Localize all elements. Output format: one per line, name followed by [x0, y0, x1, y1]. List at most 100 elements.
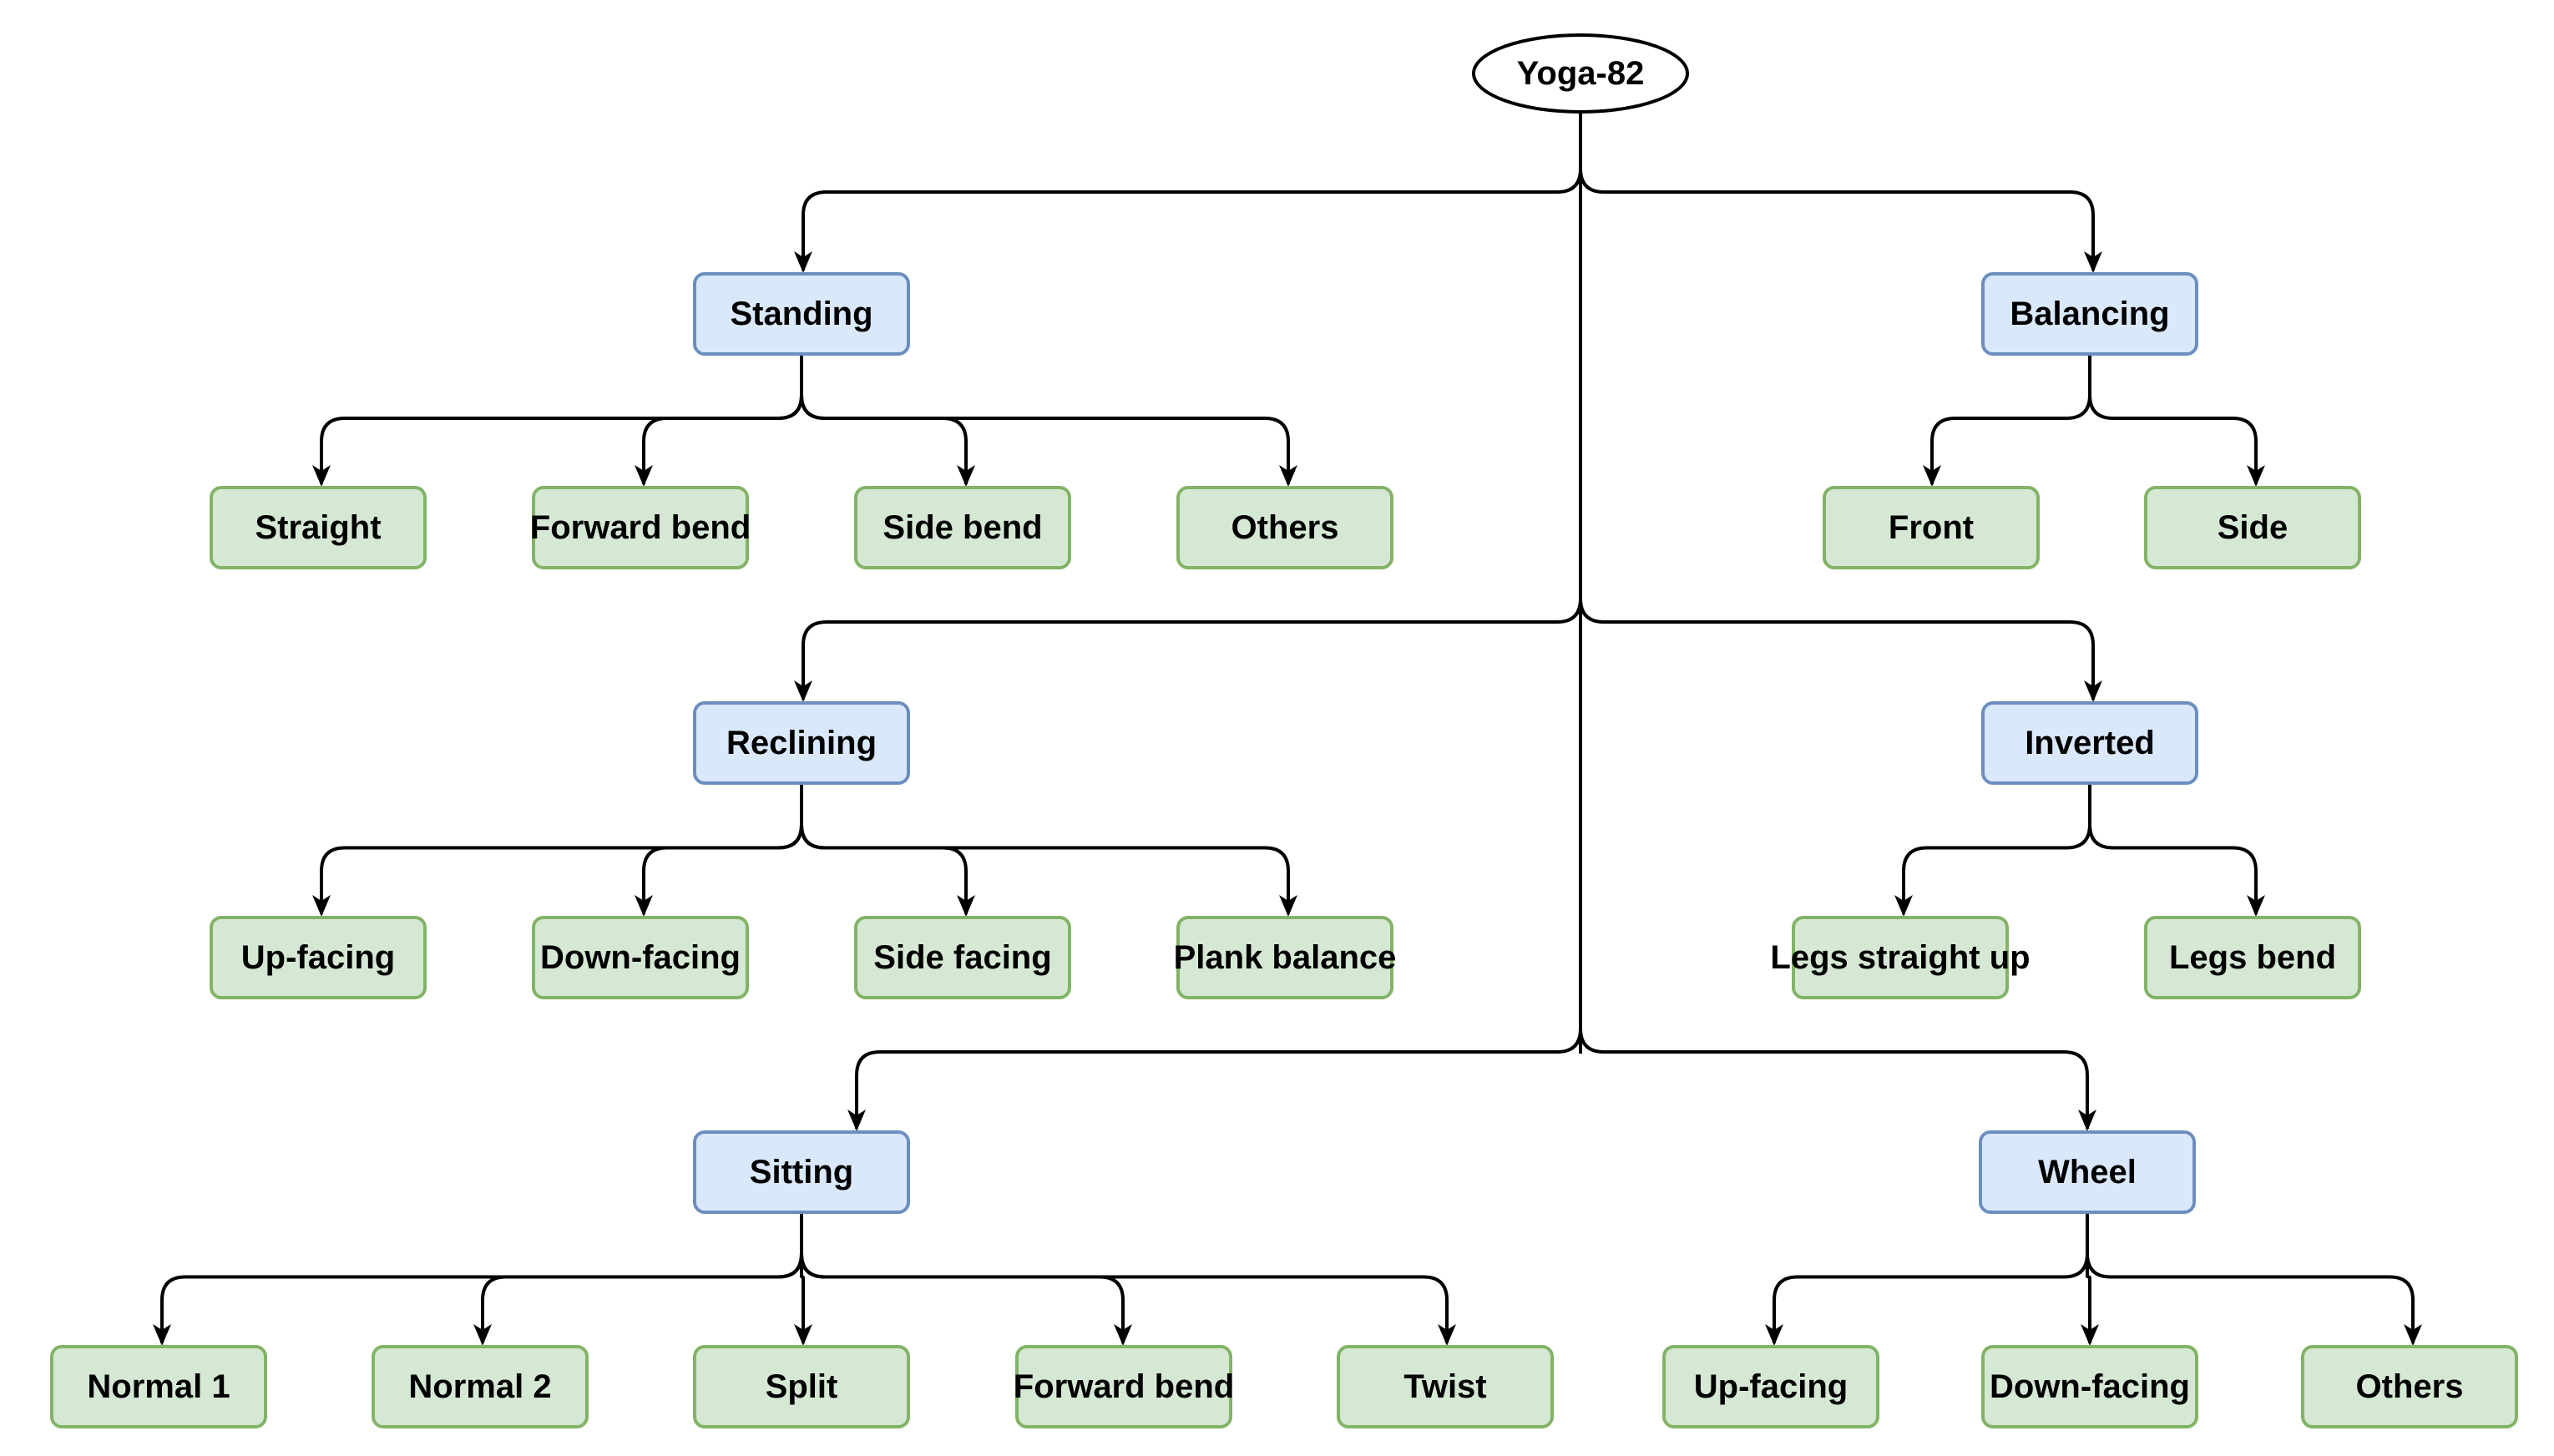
category-node-sitting-box — [693, 1130, 910, 1214]
leaf-node-standing-0-box — [210, 486, 427, 569]
arrow-wheel-to-leaf-0 — [1765, 1324, 1783, 1346]
root-node-yoga82: Yoga-82 — [1472, 33, 1689, 114]
arrow-sitting-to-leaf-0 — [153, 1324, 171, 1346]
category-node-inverted-box — [1981, 701, 2198, 785]
leaf-node-wheel-0-box — [1662, 1345, 1879, 1428]
leaf-node-inverted-1: Legs bend — [2144, 916, 2361, 999]
arrow-standing-to-leaf-1 — [635, 465, 653, 487]
leaf-node-standing-3-label: Others — [1231, 509, 1339, 546]
edge-balancing-to-leaf-0 — [1930, 354, 2091, 484]
leaf-node-standing-2-label: Side bend — [883, 509, 1042, 546]
category-node-balancing: Balancing — [1981, 272, 2198, 356]
leaf-node-sitting-4: Twist — [1337, 1345, 1554, 1428]
edges-layer — [153, 112, 2422, 1346]
edge-balancing-to-leaf-1 — [2088, 354, 2258, 484]
edge-standing-to-leaf-3 — [800, 354, 1290, 484]
edge-wheel-to-leaf-1 — [2086, 1212, 2091, 1343]
leaf-node-reclining-1-label: Down-facing — [540, 939, 741, 976]
leaf-node-standing-1-box — [532, 486, 749, 569]
arrow-reclining-to-leaf-1 — [635, 895, 653, 917]
edge-root-to-wheel — [1579, 1019, 2089, 1129]
edge-inverted-to-leaf-1 — [2088, 783, 2258, 914]
leaf-node-balancing-1: Side — [2144, 486, 2361, 569]
leaf-node-reclining-2: Side facing — [854, 916, 1071, 999]
leaf-node-sitting-1-label: Normal 2 — [408, 1368, 551, 1405]
category-node-wheel-label: Wheel — [2038, 1154, 2137, 1191]
leaf-node-reclining-3: Plank balance — [1174, 916, 1396, 999]
edge-root-to-reclining — [802, 589, 1582, 700]
leaf-node-wheel-1-label: Down-facing — [1990, 1368, 2190, 1405]
edge-reclining-to-leaf-3 — [800, 783, 1290, 914]
leaf-node-reclining-1: Down-facing — [532, 916, 749, 999]
arrow-standing-to-leaf-2 — [957, 465, 975, 487]
leaf-node-standing-1: Forward bend — [530, 486, 751, 569]
edge-reclining-to-leaf-1 — [642, 783, 803, 914]
edge-sitting-to-leaf-2 — [800, 1212, 805, 1343]
arrow-root-to-inverted — [2084, 680, 2102, 702]
edge-standing-to-leaf-1 — [642, 354, 803, 484]
leaf-node-reclining-3-box — [1176, 916, 1393, 999]
leaf-node-standing-3-box — [1176, 486, 1393, 569]
leaf-node-standing-1-label: Forward bend — [530, 509, 751, 546]
category-node-reclining: Reclining — [693, 701, 910, 785]
leaf-node-reclining-1-box — [532, 916, 749, 999]
leaf-node-sitting-2: Split — [693, 1345, 910, 1428]
arrow-reclining-to-leaf-0 — [312, 895, 331, 917]
leaf-node-inverted-0-box — [1792, 916, 2009, 999]
leaf-node-sitting-3-label: Forward bend — [1014, 1368, 1234, 1405]
edge-root-to-balancing — [1579, 159, 2095, 270]
arrow-sitting-to-leaf-4 — [1438, 1324, 1456, 1346]
edge-inverted-to-leaf-0 — [1902, 783, 2091, 914]
category-node-sitting: Sitting — [693, 1130, 910, 1214]
leaf-node-inverted-1-label: Legs bend — [2169, 939, 2336, 976]
arrow-standing-to-leaf-3 — [1279, 465, 1297, 487]
arrow-sitting-to-leaf-2 — [794, 1324, 812, 1346]
arrow-reclining-to-leaf-3 — [1279, 895, 1297, 917]
category-node-wheel-box — [1979, 1130, 2196, 1214]
leaf-node-wheel-2: Others — [2301, 1345, 2518, 1428]
arrow-root-to-sitting — [847, 1110, 866, 1131]
leaf-node-balancing-1-box — [2144, 486, 2361, 569]
edge-root-to-sitting — [855, 1019, 1582, 1129]
leaf-node-sitting-0-label: Normal 1 — [87, 1368, 230, 1405]
arrow-balancing-to-leaf-1 — [2247, 465, 2265, 487]
leaf-node-standing-2: Side bend — [854, 486, 1071, 569]
category-node-standing-box — [693, 272, 910, 356]
edge-sitting-to-leaf-4 — [800, 1212, 1449, 1343]
arrow-root-to-standing — [794, 251, 812, 273]
edge-wheel-to-leaf-2 — [2086, 1212, 2415, 1343]
leaf-node-sitting-4-box — [1337, 1345, 1554, 1428]
arrow-inverted-to-leaf-0 — [1894, 895, 1913, 917]
category-node-wheel: Wheel — [1979, 1130, 2196, 1214]
leaf-node-balancing-0: Front — [1823, 486, 2040, 569]
category-node-standing-label: Standing — [730, 296, 872, 332]
category-node-reclining-label: Reclining — [726, 725, 877, 761]
leaf-node-sitting-0-box — [50, 1345, 267, 1428]
leaf-node-sitting-3-box — [1015, 1345, 1232, 1428]
leaf-node-sitting-1: Normal 2 — [372, 1345, 589, 1428]
arrow-sitting-to-leaf-1 — [473, 1324, 492, 1346]
leaf-node-balancing-0-box — [1823, 486, 2040, 569]
arrow-standing-to-leaf-0 — [312, 465, 331, 487]
leaf-node-balancing-1-label: Side — [2218, 509, 2288, 546]
category-node-reclining-box — [693, 701, 910, 785]
leaf-node-sitting-2-label: Split — [766, 1368, 838, 1405]
leaf-node-wheel-2-box — [2301, 1345, 2518, 1428]
leaf-node-wheel-1: Down-facing — [1981, 1345, 2198, 1428]
arrow-root-to-reclining — [794, 680, 812, 702]
leaf-node-inverted-0-label: Legs straight up — [1770, 939, 2030, 976]
category-node-inverted: Inverted — [1981, 701, 2198, 785]
leaf-node-reclining-2-box — [854, 916, 1071, 999]
arrow-reclining-to-leaf-2 — [957, 895, 975, 917]
edge-root-to-standing — [802, 159, 1582, 270]
leaf-node-balancing-0-label: Front — [1889, 509, 1974, 546]
leaf-node-reclining-2-label: Side facing — [873, 939, 1051, 976]
category-node-sitting-label: Sitting — [750, 1154, 853, 1191]
root-node-ellipse — [1472, 33, 1689, 114]
leaf-node-standing-0-label: Straight — [255, 509, 381, 546]
leaf-node-reclining-0-label: Up-facing — [241, 939, 395, 976]
leaf-node-inverted-1-box — [2144, 916, 2361, 999]
category-node-balancing-box — [1981, 272, 2198, 356]
